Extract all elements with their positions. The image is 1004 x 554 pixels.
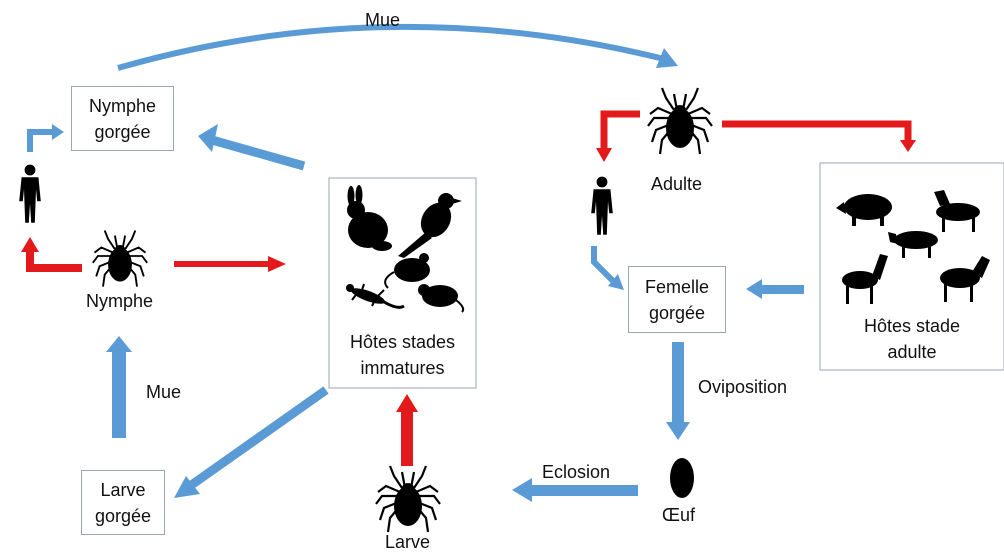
- node-hotes-adulte-line2: adulte: [820, 340, 1004, 364]
- arrowhead: [198, 124, 218, 152]
- arrow-eclosion: [530, 485, 638, 496]
- arrowhead: [396, 394, 418, 412]
- node-oeuf: Œuf: [662, 503, 695, 527]
- mue-top-arrow: [118, 27, 668, 68]
- arrow-hosts-to-femelle: [762, 285, 804, 294]
- arrow-mue-left: [112, 350, 126, 438]
- human-icon: [19, 165, 41, 223]
- edge-label-eclosion: Eclosion: [542, 460, 610, 484]
- node-nymphe: Nymphe: [86, 289, 153, 313]
- node-femelle-gorgee: Femelle gorgée: [628, 266, 726, 333]
- node-nymphe-gorgee-line2: gorgée: [94, 119, 150, 145]
- edge-label-mue-left: Mue: [146, 380, 181, 404]
- node-femelle-gorgee-line2: gorgée: [649, 300, 705, 326]
- node-adulte: Adulte: [651, 172, 702, 196]
- node-larve-gorgee: Larve gorgée: [81, 470, 165, 535]
- human-icon: [591, 177, 613, 235]
- arrowhead: [596, 148, 612, 162]
- arrow-hosts-to-larve-gorgee: [190, 390, 326, 486]
- node-nymphe-gorgee: Nymphe gorgée: [71, 86, 174, 151]
- node-nymphe-gorgee-line1: Nymphe: [89, 93, 156, 119]
- node-hotes-immatures-line2: immatures: [329, 356, 476, 380]
- edge-label-mue-top: Mue: [365, 8, 400, 32]
- node-larve: Larve: [385, 530, 430, 554]
- node-larve-gorgee-line1: Larve: [100, 477, 145, 503]
- arrow-hosts-to-nymphe-gorgee: [212, 140, 304, 166]
- larva-tick-icon: [376, 466, 440, 532]
- node-femelle-gorgee-line1: Femelle: [645, 274, 709, 300]
- node-hotes-immatures-line1: Hôtes stades: [329, 330, 476, 354]
- node-larve-gorgee-line2: gorgée: [95, 503, 151, 529]
- arrowhead: [268, 256, 286, 272]
- arrowhead: [106, 336, 132, 352]
- arrow-larve-to-hosts: [401, 408, 413, 466]
- node-hotes-adulte-line1: Hôtes stade: [820, 314, 1004, 338]
- arrow-nymphe-to-human: [30, 250, 82, 268]
- egg-icon: [670, 458, 694, 498]
- arrow-adulte-to-human: [604, 114, 640, 148]
- edge-label-oviposition: Oviposition: [698, 375, 787, 399]
- arrow-human-to-nymphe-gorgee: [30, 132, 52, 152]
- arrowhead: [512, 478, 532, 502]
- arrowhead: [900, 140, 916, 152]
- arrowhead: [21, 237, 39, 252]
- adult-tick-icon: [648, 88, 712, 154]
- arrowhead: [746, 279, 762, 299]
- arrowhead: [666, 422, 690, 440]
- nymph-tick-icon: [93, 231, 147, 287]
- arrow-oviposition: [672, 342, 684, 424]
- arrow-adulte-to-hosts: [722, 124, 908, 140]
- arrowhead: [52, 124, 64, 140]
- arrow-human-to-femelle: [594, 246, 614, 282]
